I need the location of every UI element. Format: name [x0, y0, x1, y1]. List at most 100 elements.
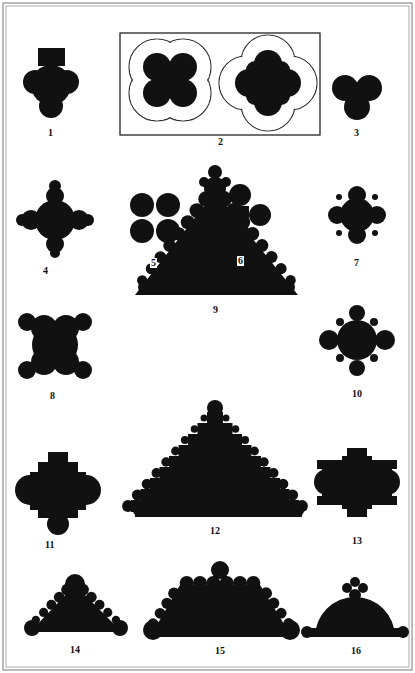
figure-number: 11: [44, 540, 55, 550]
ornament-part: [348, 186, 366, 204]
ornament-part: [370, 354, 378, 362]
ornament-part: [74, 361, 92, 379]
ornament-part: [314, 469, 340, 495]
ornament-part: [150, 585, 292, 637]
ornament-part: [372, 230, 378, 236]
ornament-part: [249, 204, 271, 226]
figure-number: 7: [353, 258, 360, 268]
ornament-part: [397, 626, 409, 638]
figure-number: 15: [214, 646, 226, 656]
figure-number: 8: [49, 391, 56, 401]
ornament-part: [179, 445, 252, 457]
ornament-part: [171, 447, 180, 456]
ornament-part: [155, 608, 166, 619]
black-ornaments: [15, 48, 409, 640]
ornament-part: [272, 87, 290, 105]
ornament-part: [130, 219, 154, 243]
figure-number: 5: [150, 258, 157, 268]
ornament-part: [74, 313, 92, 331]
ornament-part: [232, 425, 240, 433]
ornament-part: [39, 608, 48, 617]
ornament-part: [188, 434, 242, 446]
inner-frame: [6, 6, 409, 667]
ornament-part: [47, 513, 69, 535]
ornament-part: [160, 467, 271, 479]
ornament-part: [350, 577, 360, 587]
ornament-part: [348, 226, 366, 244]
ornament-part: [23, 70, 47, 94]
ornament-part: [142, 479, 153, 490]
ornament-part: [278, 479, 289, 490]
ornament-part: [260, 587, 272, 599]
ornament-part: [358, 583, 368, 593]
ornament-part: [152, 468, 162, 478]
ornament-part: [276, 608, 287, 619]
ornament-part: [281, 280, 295, 294]
figure-number: 2: [217, 137, 224, 147]
ornament-part: [201, 415, 208, 422]
ornament-part: [143, 620, 163, 640]
ornament-part: [349, 360, 365, 376]
ornament-part: [49, 180, 61, 192]
ornament-part: [287, 489, 298, 500]
ornament-part: [342, 583, 352, 593]
ornament-part: [135, 192, 298, 295]
ornament-part: [266, 251, 278, 263]
ornament-part: [180, 576, 194, 590]
ornament-part: [156, 193, 180, 217]
ornament-part: [246, 227, 259, 240]
ornament-part: [86, 592, 97, 603]
ornament-part: [50, 248, 60, 258]
ornament-part: [112, 620, 128, 636]
ornament-part: [345, 82, 369, 106]
ornament-part: [250, 447, 259, 456]
ornament-part: [280, 620, 300, 640]
figure-number: 3: [353, 128, 360, 138]
ornament-part: [55, 70, 79, 94]
figure-number: 9: [212, 305, 219, 315]
ornament-part: [132, 489, 143, 500]
ornament-part: [163, 239, 176, 252]
ornament-part: [18, 361, 36, 379]
ornament-part: [65, 574, 85, 594]
ornament-part: [141, 489, 290, 501]
ornament-part: [246, 87, 264, 105]
ornament-part: [268, 598, 279, 609]
ornament-part: [199, 177, 209, 187]
ornament-part: [122, 500, 134, 512]
ornament-part: [301, 626, 313, 638]
ornament-part: [46, 600, 56, 610]
ornament-part: [135, 505, 302, 517]
ornament-part: [336, 318, 344, 326]
ornament-part: [241, 436, 249, 444]
ornament-part: [336, 354, 344, 362]
ornament-part: [336, 230, 342, 236]
figure-number: 13: [351, 536, 363, 546]
ornament-part: [207, 400, 223, 416]
ornament-part: [138, 280, 152, 294]
figure-2-frame: [120, 33, 320, 135]
ornament-part: [317, 496, 397, 505]
ornament-part: [372, 194, 378, 200]
ornament-part: [130, 193, 154, 217]
ornament-part: [15, 475, 45, 505]
ornament-part: [95, 600, 105, 610]
ornament-part: [198, 423, 233, 435]
ornament-part: [16, 214, 28, 226]
ornament-part: [150, 478, 280, 490]
ornament-part: [133, 503, 147, 517]
ornament-part: [211, 561, 229, 579]
ornament-part: [349, 305, 365, 321]
ornament-part: [370, 318, 378, 326]
ornament-part: [256, 239, 269, 252]
ornament-part: [208, 165, 222, 179]
figure-number: 10: [351, 389, 363, 399]
figure-number: 4: [42, 266, 49, 276]
ornament-part: [337, 320, 377, 360]
ornament-part: [158, 68, 182, 92]
ornament-part: [317, 460, 397, 469]
figure-number: 1: [47, 128, 54, 138]
ornament-part: [181, 215, 195, 229]
ornament-part: [319, 330, 339, 350]
ornament-part: [82, 214, 94, 226]
